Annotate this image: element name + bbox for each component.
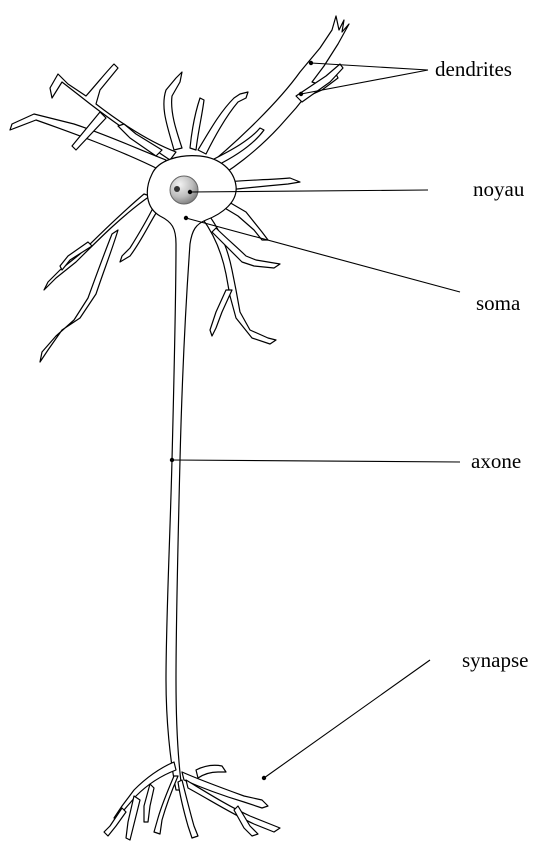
anchor-dot-axone <box>170 458 174 462</box>
label-dendrites: dendrites <box>435 57 512 81</box>
anchor-dot-noyau <box>188 190 192 194</box>
leader-dendrites-upper <box>311 63 428 70</box>
leader-axone <box>172 460 460 462</box>
label-soma: soma <box>476 291 521 315</box>
label-noyau: noyau <box>473 177 525 201</box>
nucleolus <box>174 186 180 192</box>
anchor-dot-dendrites-lower <box>299 92 303 96</box>
label-axone: axone <box>471 449 521 473</box>
neuron <box>10 16 349 840</box>
axon-terminals <box>104 762 280 840</box>
anchor-dot-soma <box>184 216 188 220</box>
leader-synapse <box>264 660 430 778</box>
labels: dendrites noyau soma axone synapse <box>435 57 529 672</box>
label-synapse: synapse <box>462 648 529 672</box>
anchor-dot-dendrites-upper <box>309 61 313 65</box>
anchor-dot-synapse <box>262 776 266 780</box>
